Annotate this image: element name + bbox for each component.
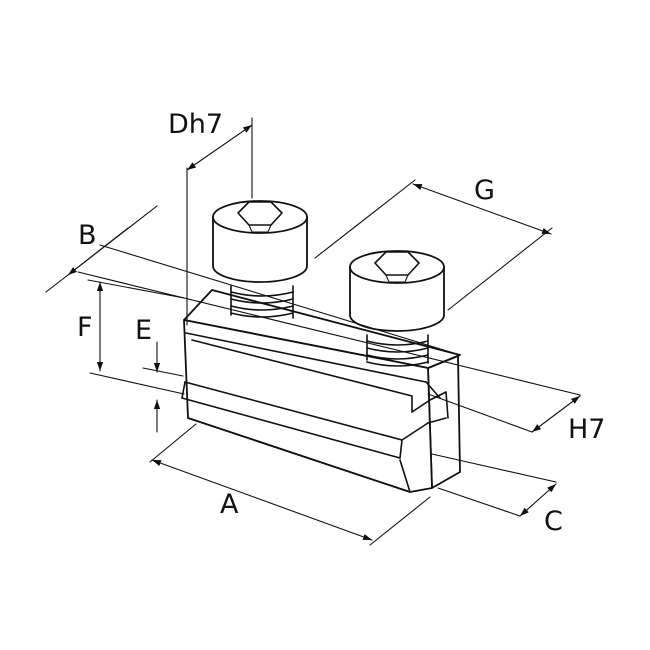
- label-g: G: [474, 175, 495, 206]
- label-e: E: [135, 315, 152, 346]
- label-h7: H7: [568, 414, 605, 445]
- label-a: A: [220, 489, 239, 520]
- label-dh7: Dh7: [168, 109, 223, 140]
- screw-left: [212, 200, 308, 319]
- label-f: F: [77, 312, 93, 343]
- screw-right: [349, 250, 445, 367]
- screw-right-head: [349, 266, 445, 332]
- label-c: C: [544, 506, 563, 537]
- dimension-lines: [45, 117, 581, 546]
- screw-left-head: [212, 216, 308, 283]
- label-b: B: [78, 220, 97, 251]
